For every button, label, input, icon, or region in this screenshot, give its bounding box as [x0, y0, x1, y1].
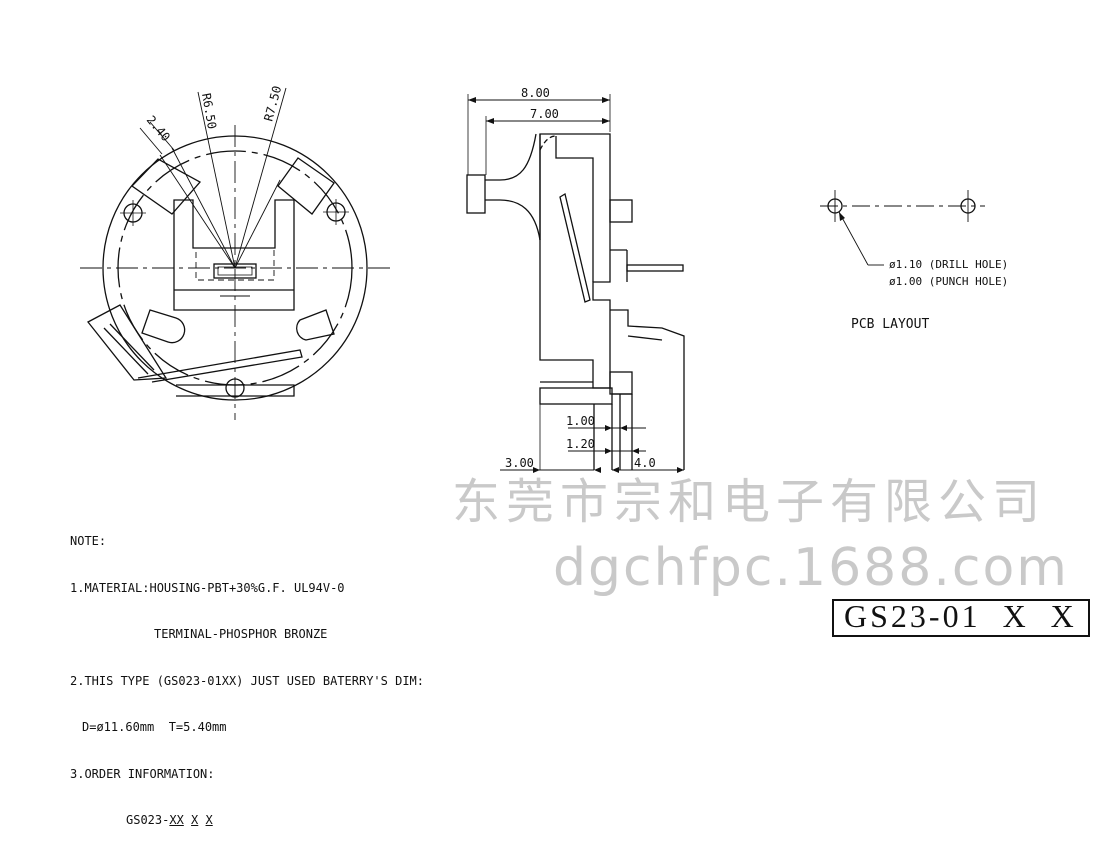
order-code-xx: XX: [169, 813, 184, 827]
dim-2-40: 2.40: [144, 113, 173, 144]
order-code: GS023-XX X X: [70, 813, 424, 829]
top-view-contact: [213, 263, 257, 279]
notes-heading: NOTE:: [70, 534, 107, 548]
notes-block: NOTE: 1.MATERIAL:HOUSING-PBT+30%G.F. UL9…: [70, 503, 424, 844]
top-view-slot-right: [296, 309, 335, 341]
dim-1-20: 1.20: [566, 437, 595, 451]
notes-line-2b: D=ø11.60mm T=5.40mm: [82, 720, 227, 734]
pcb-layout: [820, 190, 985, 266]
notes-line-1b: TERMINAL-PHOSPHOR BRONZE: [154, 627, 328, 641]
side-view-left-flange: [466, 174, 486, 214]
notes-line-2: 2.THIS TYPE (GS023-01XX) JUST USED BATER…: [70, 673, 425, 688]
dim-7-00: 7.00: [530, 107, 559, 121]
order-code-prefix: GS023-: [126, 813, 170, 827]
dim-8-00: 8.00: [521, 86, 550, 100]
top-view-housing: [173, 199, 295, 311]
side-view-pin: [626, 264, 684, 272]
order-code-x1: X: [191, 813, 199, 827]
notes-line-1: 1.MATERIAL:HOUSING-PBT+30%G.F. UL94V-0: [70, 580, 345, 595]
top-view-slot-left: [141, 309, 186, 344]
dim-r6-50: R6.50: [199, 92, 219, 130]
side-view: [466, 94, 685, 473]
order-code-x2: X: [205, 813, 213, 827]
part-number-box: [832, 599, 1090, 637]
top-view-terminal-lead: [87, 304, 168, 381]
top-view-tab-left: [131, 158, 202, 215]
watermark-company: 东莞市宗和电子有限公司: [452, 474, 1047, 530]
technical-drawing: 2.40 R6.50 R7.50 8.00 7.00 1.00 1.20 3.0…: [80, 84, 1008, 473]
dim-1-00: 1.00: [566, 414, 595, 428]
dim-r7-50: R7.50: [261, 84, 284, 123]
top-view-tab-right: [277, 157, 335, 215]
pcb-drill-hole-label: ø1.10 (DRILL HOLE): [889, 258, 1008, 271]
pcb-punch-hole-label: ø1.00 (PUNCH HOLE): [889, 275, 1008, 288]
side-view-main-body: [539, 133, 611, 389]
top-view-bottom-flat: [176, 384, 295, 397]
side-view-right-tab: [609, 199, 633, 223]
notes-line-3: 3.ORDER INFORMATION:: [70, 766, 215, 781]
watermark-site: dgchfpc.1688.com: [553, 538, 1069, 598]
part-number: GS23-01 X X: [844, 598, 1077, 634]
side-view-base: [539, 387, 613, 405]
dim-3-00: 3.00: [505, 456, 534, 470]
pcb-layout-title: PCB LAYOUT: [851, 317, 929, 332]
top-view: [80, 87, 390, 420]
dim-4-0: 4.0: [634, 456, 656, 470]
